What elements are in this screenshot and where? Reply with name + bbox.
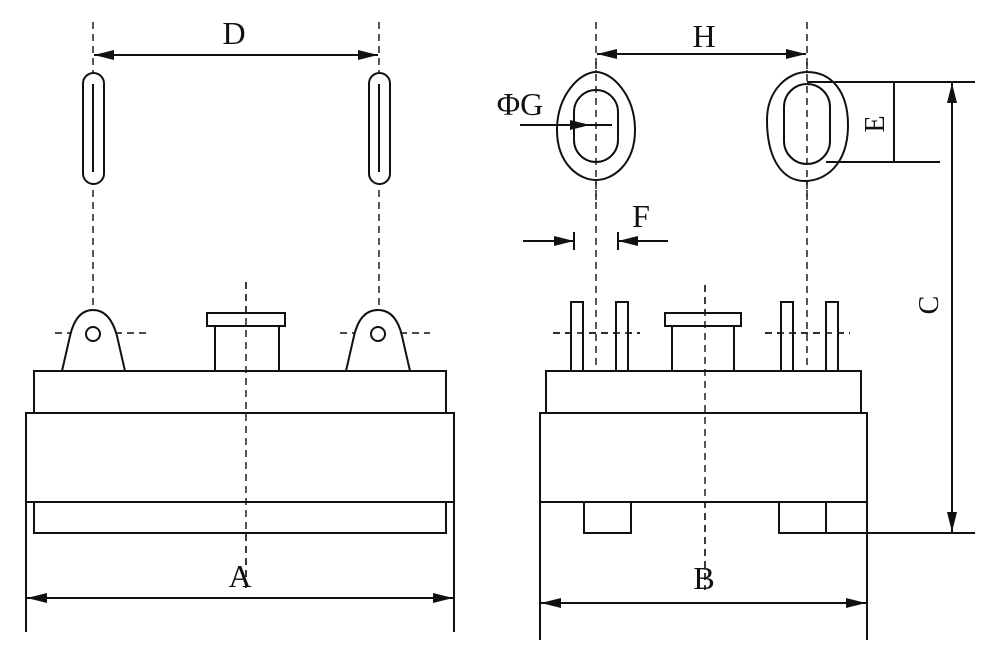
side-pole-shoe-left <box>583 501 632 534</box>
lug-plate-3 <box>780 301 794 372</box>
dimension-d-label: D <box>222 15 245 51</box>
side-junction-box <box>671 325 735 372</box>
dimension-g-label: ΦG <box>497 86 544 122</box>
junction-box <box>214 325 280 372</box>
dimension-f-label: F <box>632 198 650 234</box>
dimension-c-label: C <box>914 296 945 315</box>
side-magnet-body <box>539 412 868 503</box>
magnet-top-plate <box>33 370 447 414</box>
side-junction-box-cap <box>664 312 742 327</box>
dimension-h-label: H <box>692 18 715 54</box>
magnet-pole-plate <box>33 501 447 534</box>
front-view: A D <box>25 15 455 632</box>
dimension-a-label: A <box>228 558 251 594</box>
magnet-body <box>25 412 455 503</box>
dimension-b-label: B <box>693 560 714 596</box>
lug-plate-1 <box>570 301 584 372</box>
lug-plate-2 <box>615 301 629 372</box>
lug-plate-4 <box>825 301 839 372</box>
side-magnet-top-plate <box>545 370 862 414</box>
side-view: B H C E F ΦG <box>497 18 975 640</box>
dimension-e-label: E <box>860 115 891 132</box>
side-pole-shoe-right <box>778 501 827 534</box>
